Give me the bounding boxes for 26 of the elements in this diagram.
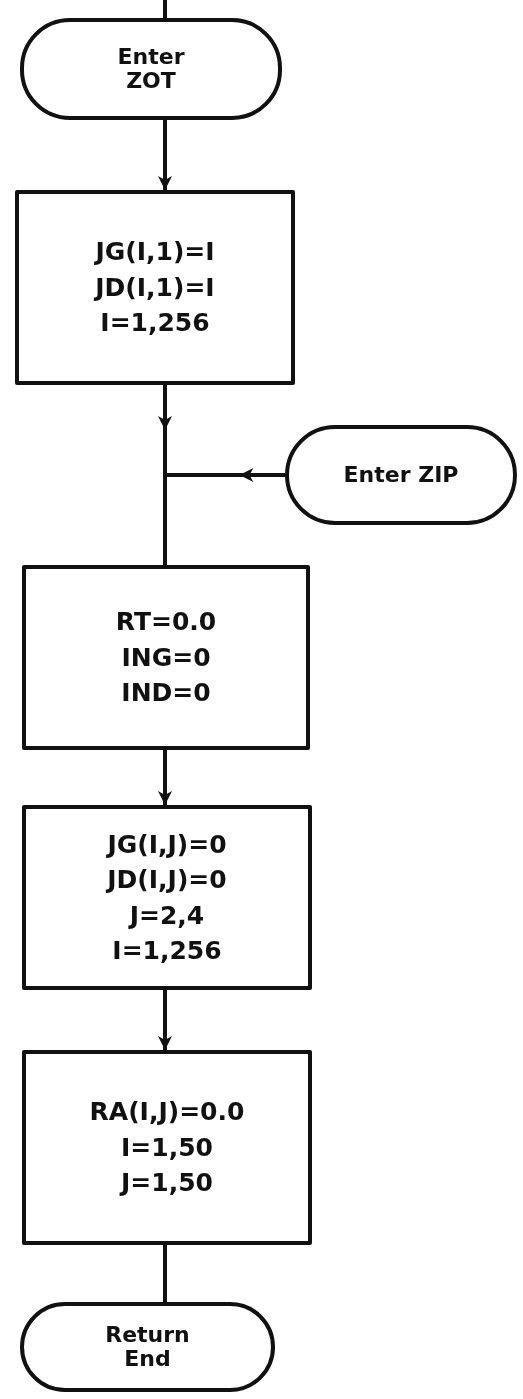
arrow [163,468,285,565]
statement-text: JG(I,1)=I [95,238,215,266]
arrow [158,750,172,805]
connector-line [163,0,167,18]
statement-text: JG(I,J)=0 [107,830,227,858]
statement-text: I=1,256 [100,309,210,337]
statement-text: ING=0 [121,643,211,672]
process-box [22,805,312,990]
process-box [22,565,310,750]
process-box [22,1050,312,1245]
terminal-label: Enter ZOT [116,44,186,94]
statement-text: J=2,4 [129,901,205,929]
statement-text: JD(I,1)=I [95,273,215,302]
arrow [158,120,172,190]
process-box [15,190,295,385]
statement-text: IND=0 [121,679,211,707]
statement-text: J=1,50 [121,1169,213,1197]
statement-text: RT=0.0 [115,608,217,636]
statement-text: I=1,50 [121,1133,213,1162]
arrow [158,990,172,1050]
terminal-label: Enter ZIP [343,462,459,488]
statement-text: RA(I,J)=0.0 [89,1098,245,1126]
connector-line [163,1245,167,1302]
terminal-label: Return End [104,1322,191,1372]
statement-text: JD(I,J)=0 [107,866,227,894]
statement-text: I=1,256 [112,937,222,965]
